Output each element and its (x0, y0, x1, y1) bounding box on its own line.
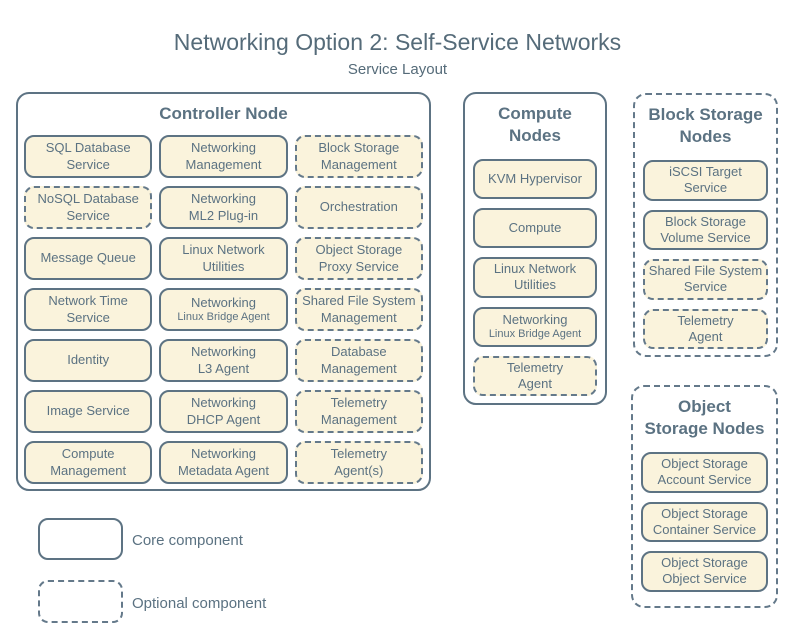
service-label: Telemetry Agent (677, 312, 734, 344)
box-networking-metadata-agent: Networking Metadata Agent (159, 441, 288, 485)
service-label: Networking L3 Agent (190, 344, 256, 376)
object-storage-nodes-group-title: Object Storage Nodes (644, 397, 765, 439)
box-block-storage-volume-service: Block Storage Volume Service (643, 209, 768, 251)
box-networking-l3-agent: Networking L3 Agent (159, 339, 288, 383)
box-identity: Identity (24, 339, 153, 383)
service-label: Networking Metadata Agent (177, 446, 270, 478)
legend-core-label: Core component (132, 532, 243, 549)
compute-nodes-group: Compute Nodes KVM Hypervisor Compute Lin… (463, 92, 607, 405)
service-label: iSCSI Target Service (669, 164, 742, 196)
service-label: Linux Network Utilities (182, 242, 265, 274)
page-subtitle: Service Layout (347, 61, 448, 78)
box-sql-database-service: SQL Database Service (24, 135, 153, 179)
box-object-storage-object-service: Object Storage Object Service (641, 551, 768, 592)
box-networking-dhcp-agent: Networking DHCP Agent (159, 390, 288, 434)
service-sublabel: Linux Bridge Agent (488, 328, 582, 341)
service-label: Database Management (320, 344, 397, 376)
controller-grid: SQL Database Service Networking Manageme… (18, 125, 429, 485)
service-label: Identity (67, 352, 110, 368)
service-label: SQL Database Service (45, 140, 131, 172)
service-label: Networking (190, 294, 256, 310)
service-label: Networking ML2 Plug-in (188, 191, 259, 223)
service-label: Networking (502, 311, 568, 327)
box-linux-network-utilities: Linux Network Utilities (159, 237, 288, 281)
box-shared-file-system-management: Shared File System Management (294, 288, 423, 332)
service-label: Block Storage Management (318, 140, 400, 172)
service-label: Network Time Service (48, 293, 128, 325)
box-compute: Compute (473, 208, 597, 249)
compute-stack: KVM Hypervisor Compute Linux Network Uti… (465, 147, 605, 397)
service-label: Shared File System Management (302, 293, 416, 325)
box-orchestration: Orchestration (294, 186, 423, 230)
service-label: Compute (508, 220, 562, 236)
box-networking-management: Networking Management (159, 135, 288, 179)
block-storage-nodes-group-title: Block Storage Nodes (648, 105, 763, 147)
legend-optional-swatch (38, 580, 123, 623)
service-label: Telemetry Management (320, 395, 397, 427)
box-nosql-database-service: NoSQL Database Service (24, 186, 153, 230)
service-label: Telemetry Agent (506, 359, 564, 391)
box-object-storage-container-service: Object Storage Container Service (641, 501, 768, 543)
service-label: Object Storage Account Service (657, 456, 752, 488)
box-shared-file-system-service: Shared File System Service (643, 259, 768, 300)
legend-core-swatch (38, 518, 123, 560)
service-label: Networking DHCP Agent (186, 395, 261, 427)
service-label: Image Service (46, 403, 130, 419)
service-label: Telemetry Agent(s) (330, 446, 387, 478)
service-label: Object Storage Object Service (661, 555, 748, 587)
service-label: Message Queue (40, 250, 136, 266)
service-label: Object Storage Proxy Service (315, 242, 403, 274)
service-label: Networking Management (185, 140, 262, 172)
controller-node-group: Controller Node SQL Database Service Net… (16, 92, 431, 491)
block-storage-nodes-group: Block Storage Nodes iSCSI Target Service… (633, 93, 778, 357)
service-label: Orchestration (319, 199, 398, 215)
page-title: Networking Option 2: Self-Service Networ… (173, 29, 622, 55)
service-label: Compute Management (50, 446, 127, 478)
box-iscsi-target-service: iSCSI Target Service (643, 160, 768, 201)
box-telemetry-agent-compute: Telemetry Agent (473, 355, 597, 397)
box-network-time-service: Network Time Service (24, 288, 153, 332)
object-storage-nodes-group: Object Storage Nodes Object Storage Acco… (631, 385, 778, 608)
service-sublabel: Linux Bridge Agent (177, 311, 270, 324)
box-object-storage-proxy-service: Object Storage Proxy Service (294, 237, 423, 281)
box-telemetry-agent-block: Telemetry Agent (643, 308, 768, 350)
compute-nodes-group-title: Compute Nodes (498, 104, 572, 146)
controller-node-group-title: Controller Node (159, 104, 288, 123)
service-label: Block Storage Volume Service (660, 213, 751, 245)
box-linux-network-utilities-compute: Linux Network Utilities (473, 257, 597, 298)
service-label: NoSQL Database Service (37, 191, 139, 223)
box-telemetry-agents: Telemetry Agent(s) (294, 441, 423, 485)
service-label: Shared File System Service (648, 263, 763, 295)
box-object-storage-account-service: Object Storage Account Service (641, 452, 768, 493)
box-compute-management: Compute Management (24, 441, 153, 485)
box-kvm-hypervisor: KVM Hypervisor (473, 159, 597, 200)
box-image-service: Image Service (24, 390, 153, 434)
box-networking-ml2-plugin: Networking ML2 Plug-in (159, 186, 288, 230)
box-database-management: Database Management (294, 339, 423, 383)
legend-optional-label: Optional component (132, 595, 267, 612)
service-label: Object Storage Container Service (652, 505, 757, 537)
box-message-queue: Message Queue (24, 237, 153, 281)
service-label: KVM Hypervisor (488, 171, 582, 187)
object-storage-stack: Object Storage Account Service Object St… (633, 440, 776, 592)
service-label: Linux Network Utilities (493, 261, 577, 293)
box-block-storage-management: Block Storage Management (294, 135, 423, 179)
box-telemetry-management: Telemetry Management (294, 390, 423, 434)
block-storage-stack: iSCSI Target Service Block Storage Volum… (635, 148, 776, 350)
